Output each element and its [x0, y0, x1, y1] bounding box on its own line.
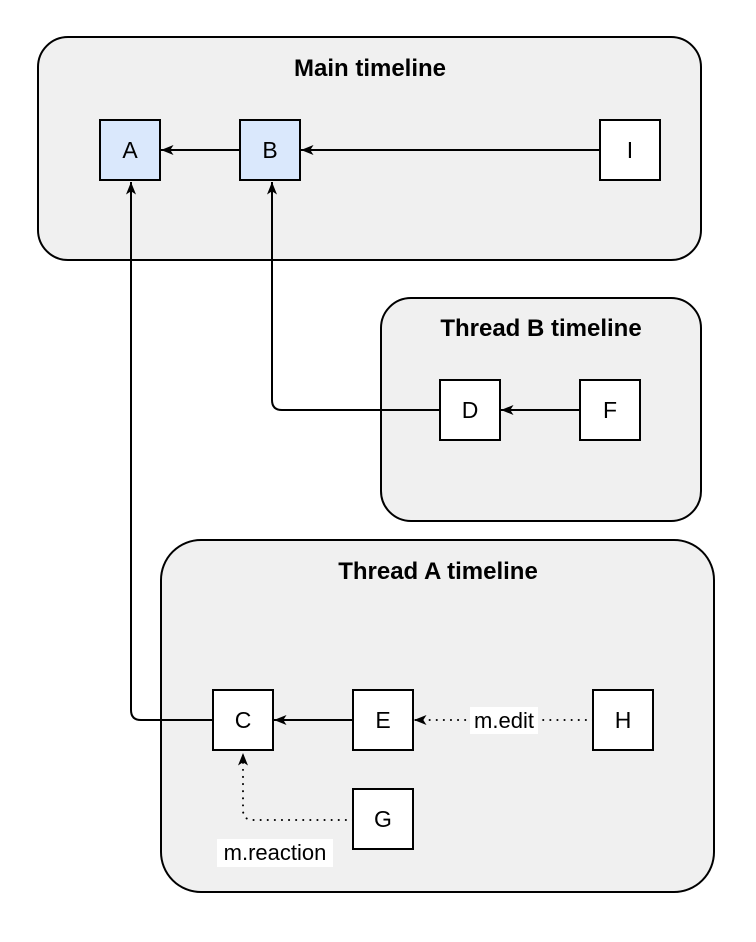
node-h-label: H — [615, 707, 632, 733]
node-b-label: B — [262, 137, 277, 163]
edge-label-m-reaction-background — [217, 839, 333, 867]
node-c-label: C — [235, 707, 252, 733]
node-d-box — [439, 379, 501, 441]
edge-g-to-c — [238, 752, 354, 821]
node-d-label: D — [462, 397, 479, 423]
edge-label-m-reaction: m.reaction — [224, 840, 327, 865]
node-c-box — [212, 689, 274, 751]
node-e-box — [352, 689, 414, 751]
node-e-label: E — [375, 707, 390, 733]
thread-b-timeline-title: Thread B timeline — [440, 315, 641, 342]
edge-c-to-a — [126, 182, 213, 721]
node-b-box — [239, 119, 301, 181]
container-main-timeline — [37, 36, 702, 261]
edge-d-to-b — [267, 182, 440, 411]
node-a-box — [99, 119, 161, 181]
node-i-box — [599, 119, 661, 181]
node-f-label: F — [603, 397, 617, 423]
node-f-box — [579, 379, 641, 441]
node-a-label: A — [122, 137, 138, 163]
container-thread-a-timeline — [160, 539, 715, 893]
node-g-box — [352, 788, 414, 850]
node-h-box — [592, 689, 654, 751]
edge-label-m-edit: m.edit — [474, 708, 534, 733]
edge-label-m-edit-background — [470, 707, 538, 734]
thread-a-timeline-title: Thread A timeline — [338, 558, 538, 585]
node-g-label: G — [374, 806, 392, 832]
node-i-label: I — [627, 137, 633, 163]
main-timeline-title: Main timeline — [294, 55, 446, 82]
